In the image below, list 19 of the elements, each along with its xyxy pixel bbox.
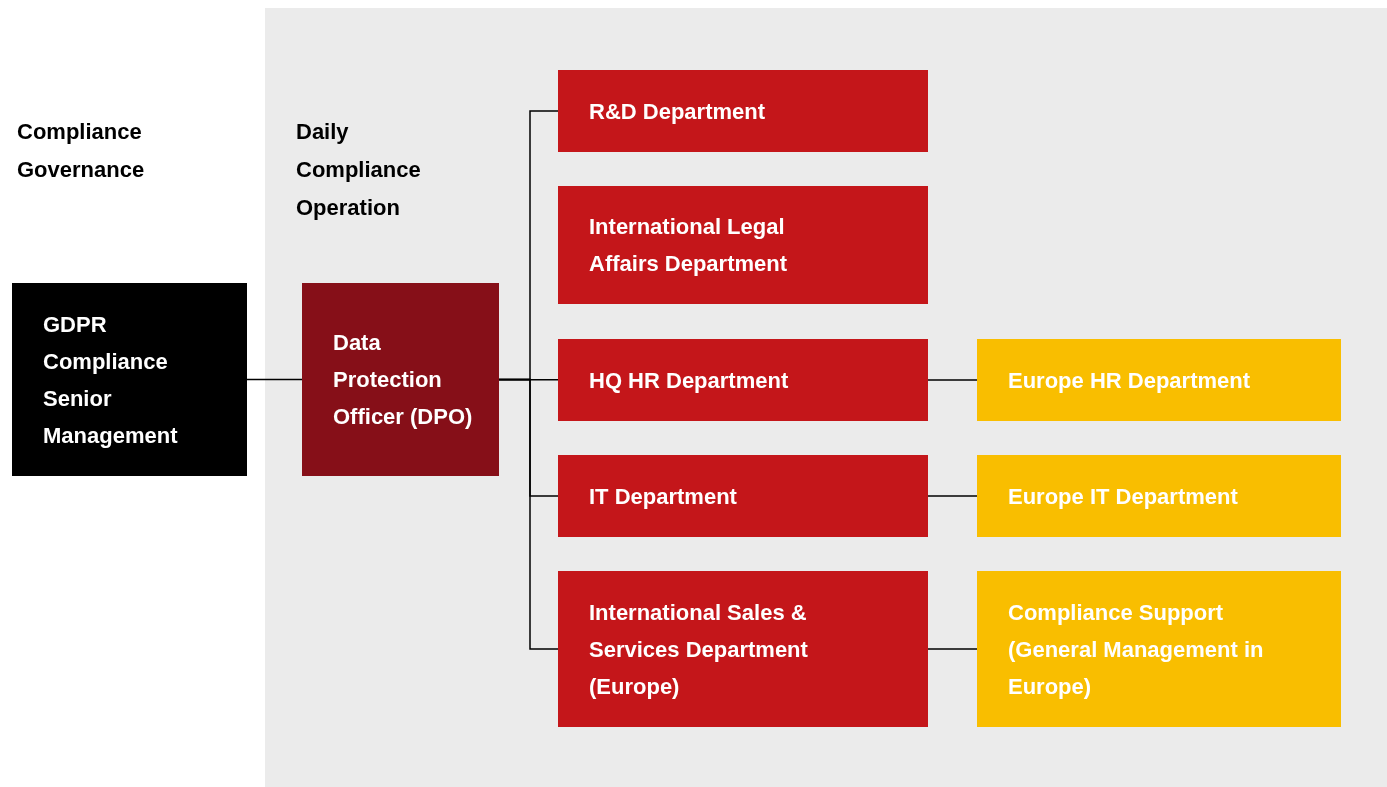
europe-department-box: Europe HR Department [977,339,1341,421]
connector-line [498,378,559,650]
connector-line [498,379,559,381]
officer-box: Data Protection Officer (DPO) [302,283,499,476]
department-box: International Sales & Services Department (Europe) [558,571,928,727]
section-heading: Compliance Governance [17,118,146,184]
connector-line [927,379,978,381]
section-heading: Daily Compliance Operation [296,118,422,222]
operation-panel [265,8,1387,787]
support-box: Compliance Support (General Management in Europe) [977,571,1341,727]
connector-line [927,495,978,497]
department-box: HQ HR Department [558,339,928,421]
connector-line [927,648,978,650]
department-box: International Legal Affairs Department [558,186,928,304]
europe-department-box: Europe IT Department [977,455,1341,537]
management-box: GDPR Compliance Senior Management [12,283,247,476]
department-box: R&D Department [558,70,928,152]
department-box: IT Department [558,455,928,537]
connector-line [246,378,303,381]
